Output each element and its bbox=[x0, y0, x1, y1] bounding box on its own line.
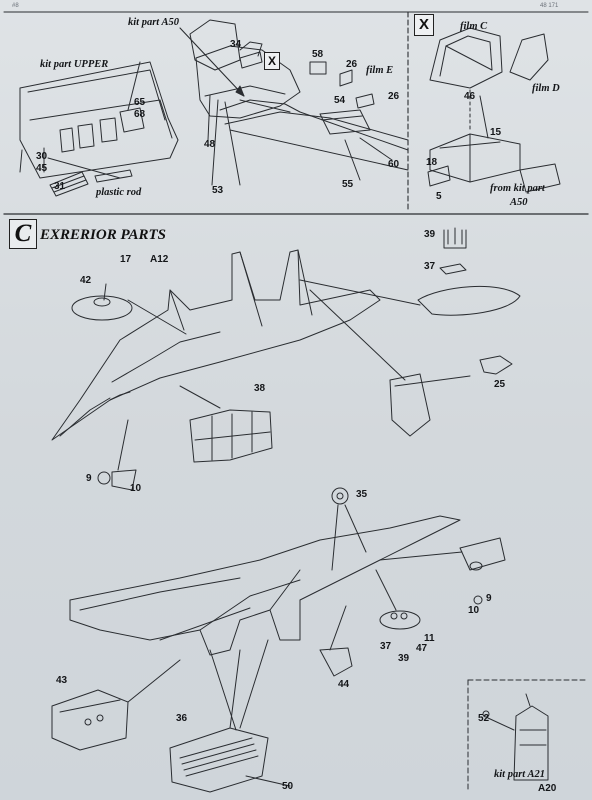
part-number-9a: 9 bbox=[86, 473, 92, 484]
part-ref-a20: A20 bbox=[538, 783, 557, 794]
part-number-36: 36 bbox=[176, 713, 188, 724]
part-number-10a: 10 bbox=[130, 483, 142, 494]
part-number-43: 43 bbox=[56, 675, 68, 686]
part-number-31: 31 bbox=[54, 181, 66, 192]
part-number-37b: 37 bbox=[380, 641, 392, 652]
part-ref-a12: A12 bbox=[150, 254, 169, 265]
part-number-46: 46 bbox=[464, 91, 476, 102]
part-number-45: 45 bbox=[36, 163, 48, 174]
label-kit-part-a21: kit part A21 bbox=[494, 769, 545, 780]
label-plastic-rod: plastic rod bbox=[96, 187, 142, 198]
part-number-54: 54 bbox=[334, 95, 346, 106]
part-number-30: 30 bbox=[36, 151, 48, 162]
part-number-18: 18 bbox=[426, 157, 438, 168]
label-kit-part-a50: kit part A50 bbox=[128, 17, 179, 28]
label-film-c: film C bbox=[460, 21, 488, 32]
part-number-39: 39 bbox=[424, 229, 436, 240]
part-number-17: 17 bbox=[120, 254, 132, 265]
section-c-title: EXRERIOR PARTS bbox=[40, 227, 167, 243]
label-a50: A50 bbox=[510, 197, 528, 208]
part-number-42: 42 bbox=[80, 275, 92, 286]
page-code-left: #8 bbox=[12, 3, 19, 9]
part-number-68: 68 bbox=[134, 109, 146, 120]
part-number-25: 25 bbox=[494, 379, 506, 390]
part-number-15: 15 bbox=[490, 127, 502, 138]
part-number-58: 58 bbox=[312, 49, 324, 60]
part-number-60: 60 bbox=[388, 159, 400, 170]
part-number-44: 44 bbox=[338, 679, 350, 690]
part-number-11: 11 bbox=[424, 633, 435, 644]
section-c-letter: C bbox=[9, 219, 37, 249]
part-number-26b: 26 bbox=[388, 91, 400, 102]
label-film-d: film D bbox=[532, 83, 560, 94]
part-number-34: 34 bbox=[230, 39, 242, 50]
part-number-50: 50 bbox=[282, 781, 294, 792]
part-number-35: 35 bbox=[356, 489, 368, 500]
page-code-right: 48 171 bbox=[540, 3, 559, 9]
part-number-47: 47 bbox=[416, 643, 428, 654]
part-number-53: 53 bbox=[212, 185, 224, 196]
part-number-37a: 37 bbox=[424, 261, 436, 272]
section-x-marker: X bbox=[264, 52, 280, 70]
part-number-48: 48 bbox=[204, 139, 216, 150]
part-number-5: 5 bbox=[436, 191, 442, 202]
part-number-38: 38 bbox=[254, 383, 266, 394]
label-kit-part-upper: kit part UPPER bbox=[40, 59, 109, 70]
part-number-26a: 26 bbox=[346, 59, 358, 70]
label-film-e: film E bbox=[366, 65, 394, 76]
part-number-9b: 9 bbox=[486, 593, 492, 604]
part-number-65: 65 bbox=[134, 97, 146, 108]
part-number-52: 52 bbox=[478, 713, 490, 724]
part-number-55: 55 bbox=[342, 179, 354, 190]
section-x-header: X bbox=[414, 14, 434, 36]
part-number-10b: 10 bbox=[468, 605, 480, 616]
label-from-kit-part: from kit part bbox=[490, 183, 545, 194]
part-number-39b: 39 bbox=[398, 653, 410, 664]
